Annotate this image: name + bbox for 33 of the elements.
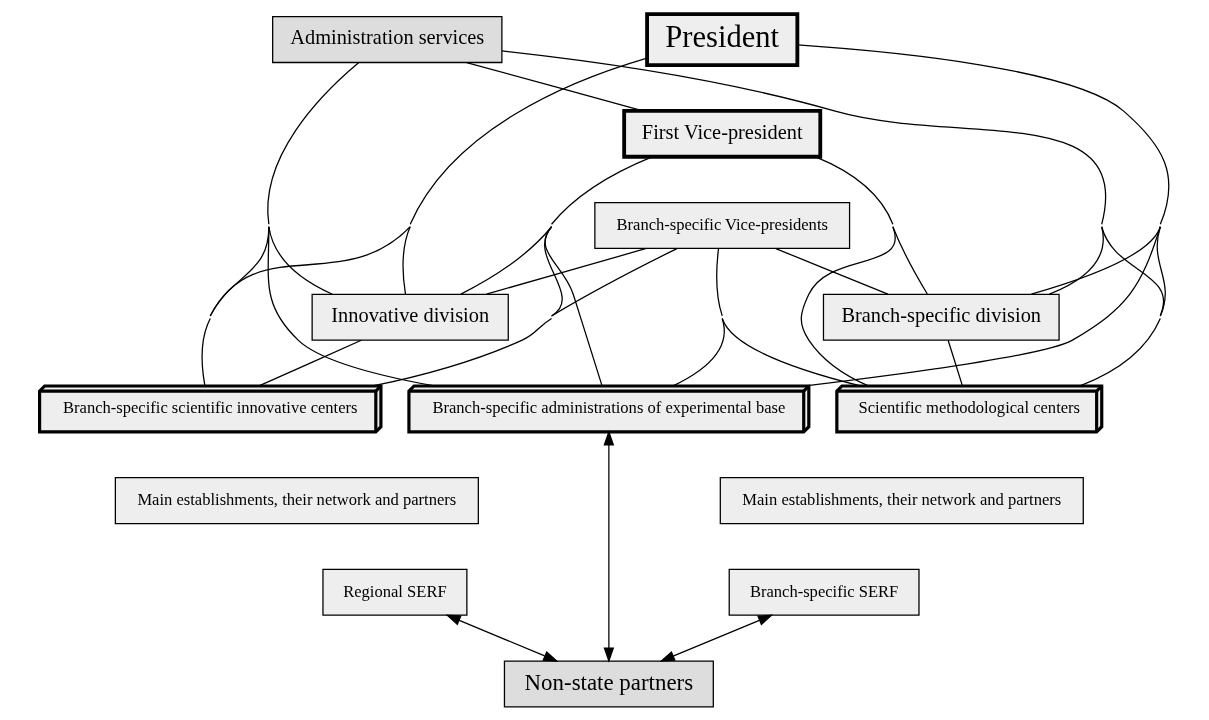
- arrow: [659, 614, 774, 662]
- connector: [485, 247, 647, 295]
- node-box: Innovative division: [311, 293, 509, 341]
- connector: [721, 317, 862, 386]
- connector: [775, 247, 889, 295]
- node-box: Administration services: [272, 15, 503, 63]
- connector: [1079, 225, 1164, 387]
- node-box: Branch-specific Vice-presidents: [594, 201, 851, 249]
- connector: [201, 61, 360, 386]
- connector: [402, 225, 411, 295]
- connector: [258, 339, 362, 386]
- connector: [800, 155, 896, 386]
- connector: [372, 225, 563, 387]
- arrow: [445, 614, 559, 662]
- connector: [460, 155, 653, 295]
- connector: [501, 49, 1107, 295]
- node-box: Branch-specific SERF: [728, 568, 920, 616]
- node-box: First Vice-president: [622, 108, 823, 159]
- arrow: [603, 429, 615, 663]
- node-box: Branch-specific division: [822, 293, 1060, 341]
- node-box: Main establishments, their network and partners: [114, 476, 479, 524]
- connector: [267, 225, 435, 387]
- connector: [544, 225, 603, 386]
- node-box: President: [645, 11, 800, 67]
- node-box: Non-state partners: [503, 659, 714, 708]
- connector: [550, 247, 678, 317]
- connector: [947, 339, 964, 386]
- connector: [796, 43, 1170, 295]
- connector: [209, 56, 648, 317]
- node-box: Main establishments, their network and partners: [719, 476, 1084, 524]
- node-box: Regional SERF: [322, 568, 468, 616]
- connector: [672, 247, 725, 387]
- connector: [268, 225, 334, 295]
